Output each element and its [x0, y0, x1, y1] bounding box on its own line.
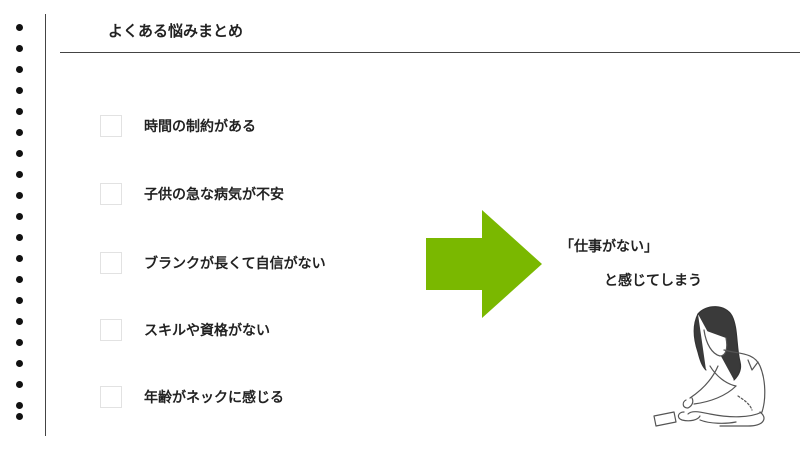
binding-dot [16, 413, 23, 420]
right-arrow-shape [426, 210, 542, 318]
checklist-item[interactable]: 時間の制約がある [100, 115, 256, 137]
checklist-item[interactable]: 子供の急な病気が不安 [100, 183, 284, 205]
checklist-item-label: 時間の制約がある [144, 119, 256, 135]
binding-dot [16, 171, 23, 178]
title-rule [60, 52, 800, 53]
binding-dot [16, 45, 23, 52]
binding-dot [16, 276, 23, 283]
checklist-item-label: 年齢がネックに感じる [144, 390, 284, 406]
binding-dot [16, 87, 23, 94]
checkbox[interactable] [100, 183, 122, 205]
binding-dot [16, 129, 23, 136]
right-arrow-icon [426, 210, 542, 318]
binding-dot [16, 192, 23, 199]
result-line-2: と感じてしまう [604, 273, 702, 289]
checklist-item[interactable]: スキルや資格がない [100, 319, 270, 341]
binding-dot [16, 297, 23, 304]
binding-dot [16, 213, 23, 220]
checklist-item-label: ブランクが長くて自信がない [144, 256, 326, 272]
binding-dot [16, 339, 23, 346]
checklist-item[interactable]: 年齢がネックに感じる [100, 386, 284, 408]
binding-dot [16, 255, 23, 262]
checkbox[interactable] [100, 319, 122, 341]
checkbox[interactable] [100, 386, 122, 408]
checklist-item-label: スキルや資格がない [144, 323, 270, 339]
worried-woman-illustration [653, 306, 766, 427]
binding-dot [16, 360, 23, 367]
binding-dot [16, 66, 23, 73]
checkbox[interactable] [100, 252, 122, 274]
binding-dot [16, 24, 23, 31]
margin-line [45, 14, 46, 436]
checklist-item-label: 子供の急な病気が不安 [144, 187, 284, 203]
binding-dot [16, 150, 23, 157]
binding-dot [16, 381, 23, 388]
checklist-item[interactable]: ブランクが長くて自信がない [100, 252, 326, 274]
binding-dot [16, 234, 23, 241]
result-line-1: 「仕事がない」 [560, 239, 658, 255]
binding-dot [16, 402, 23, 409]
page-title: よくある悩みまとめ [108, 22, 244, 40]
binding-dot [16, 108, 23, 115]
checkbox[interactable] [100, 115, 122, 137]
binding-dot [16, 318, 23, 325]
